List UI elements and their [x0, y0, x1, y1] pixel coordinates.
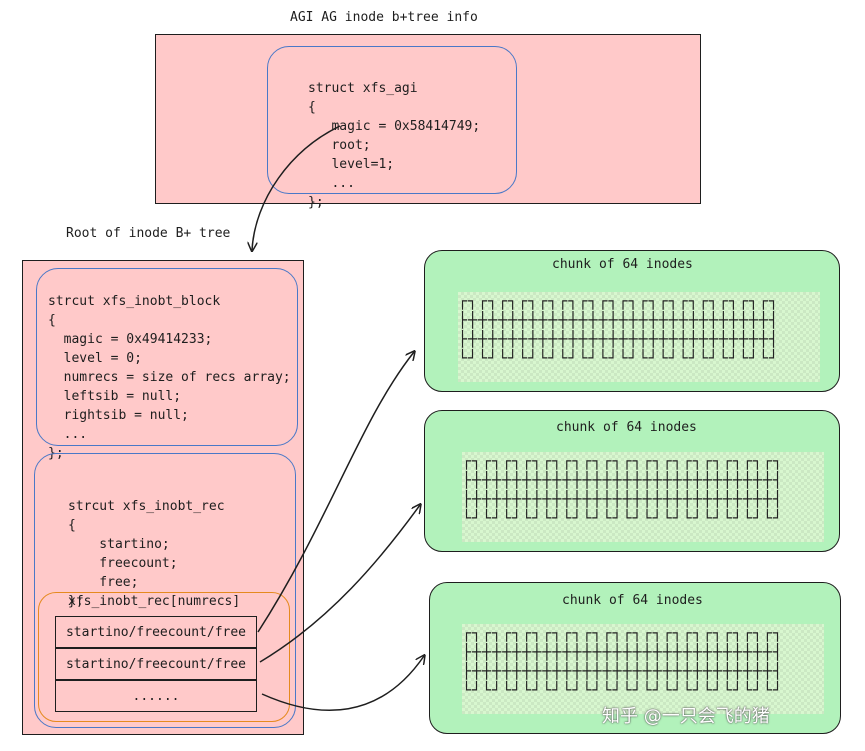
rec-line: freecount; [68, 556, 178, 571]
block-line: { [48, 313, 56, 328]
inode-grid: ┌┐┌┐┌┐┌┐┌┐┌┐┌┐┌┐┌┐┌┐┌┐┌┐┌┐┌┐┌┐┌┐├┼┼┼┼┼┼┼… [462, 624, 824, 714]
agi-line: root; [308, 138, 371, 153]
chunk-title: chunk of 64 inodes [552, 257, 693, 272]
rec-row-text: ...... [132, 688, 180, 704]
inobt-rec-box [34, 453, 296, 728]
block-line: leftsib = null; [48, 389, 182, 404]
block-line: magic = 0x49414233; [48, 332, 213, 347]
rec-array-label: xfs_inobt_rec[numrecs] [68, 594, 241, 609]
agi-title: AGI AG inode b+tree info [290, 10, 478, 25]
inobt-rec-text: strcut xfs_inobt_rec { startino; freecoun… [68, 478, 225, 630]
rec-row-text: startino/freecount/free [65, 656, 246, 672]
rec-array-row: startino/freecount/free [55, 648, 257, 680]
block-line: level = 0; [48, 351, 142, 366]
arrow-rec-to-chunk-3 [261, 656, 424, 712]
agi-line: }; [308, 195, 324, 210]
agi-container [155, 34, 701, 204]
block-line: strcut xfs_inobt_block [48, 294, 221, 309]
agi-line: { [308, 100, 316, 115]
agi-line: level=1; [308, 157, 395, 172]
agi-struct-text: struct xfs_agi { magic = 0x58414749; root… [308, 60, 480, 231]
block-line: numrecs = size of recs array; [48, 370, 291, 385]
rec-line: { [68, 518, 76, 533]
arrow-rec-to-chunk-1 [257, 352, 414, 633]
block-line: rightsib = null; [48, 408, 189, 423]
agi-line: ... [308, 176, 355, 191]
arrow-rec-to-chunk-2 [259, 505, 420, 663]
block-line: ... [48, 427, 88, 442]
chunk-title: chunk of 64 inodes [562, 593, 703, 608]
inode-grid: ┌┐┌┐┌┐┌┐┌┐┌┐┌┐┌┐┌┐┌┐┌┐┌┐┌┐┌┐┌┐┌┐├┼┼┼┼┼┼┼… [458, 292, 820, 382]
rec-line: startino; [68, 537, 170, 552]
rec-row-text: startino/freecount/free [65, 624, 246, 640]
rec-array-box [38, 592, 290, 722]
agi-struct-box [267, 46, 517, 194]
agi-line: struct xfs_agi [308, 81, 418, 96]
inobt-block-text: strcut xfs_inobt_block { magic = 0x494142… [48, 273, 291, 482]
rec-array-row: ...... [55, 680, 257, 712]
agi-line: magic = 0x58414749; [308, 119, 481, 134]
rec-array-row: startino/freecount/free [55, 616, 257, 648]
rec-line: strcut xfs_inobt_rec [68, 499, 225, 514]
chunk-title: chunk of 64 inodes [556, 420, 697, 435]
inode-grid: ┌┐┌┐┌┐┌┐┌┐┌┐┌┐┌┐┌┐┌┐┌┐┌┐┌┐┌┐┌┐┌┐├┼┼┼┼┼┼┼… [462, 452, 824, 542]
arrow-root-to-block [252, 125, 341, 250]
root-label: Root of inode B+ tree [66, 226, 231, 241]
rec-line: free; [68, 575, 139, 590]
inobt-block-box [36, 268, 298, 446]
watermark: 知乎 @一只会飞的猪 [602, 706, 770, 727]
rec-line: }; [68, 594, 84, 609]
